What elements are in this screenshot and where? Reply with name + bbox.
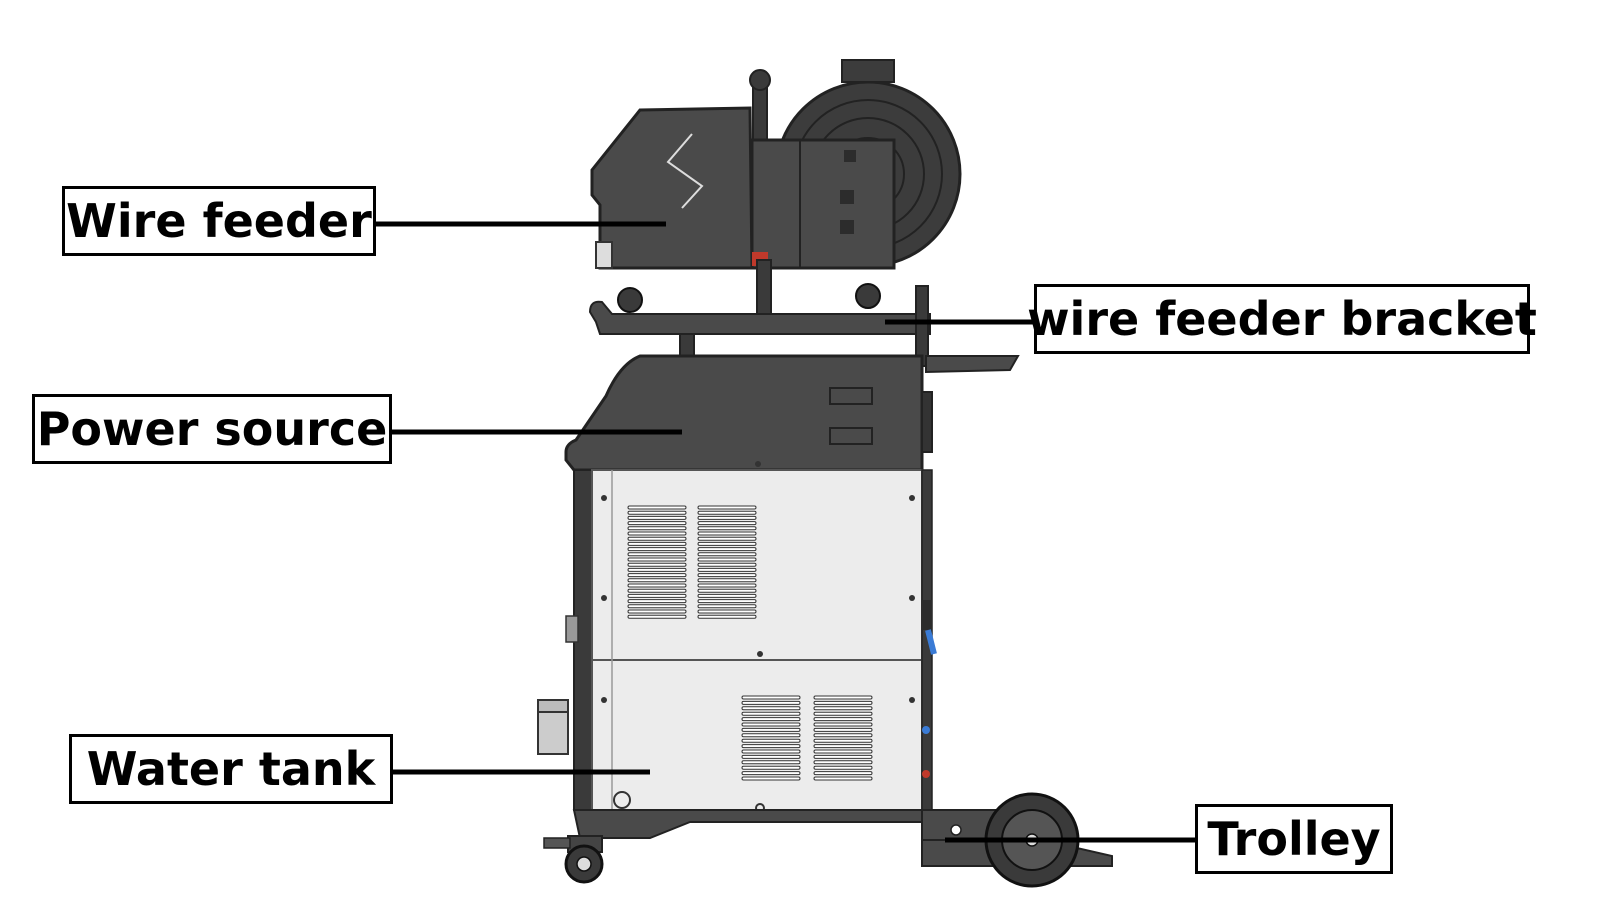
- vent-grille: [741, 695, 801, 781]
- vent-slat: [813, 749, 873, 754]
- vent-slat: [627, 515, 687, 520]
- vent-slat: [697, 557, 757, 562]
- vent-slat: [741, 706, 801, 711]
- vent-slat: [627, 583, 687, 588]
- vent-slat: [741, 776, 801, 781]
- feeder-front-panel: [590, 106, 754, 270]
- vent-slat: [697, 588, 757, 593]
- vent-slat: [627, 593, 687, 598]
- vent-slat: [813, 733, 873, 738]
- vent-slat: [697, 552, 757, 557]
- vent-slat: [697, 510, 757, 515]
- vent-slat: [627, 552, 687, 557]
- vent-slat: [697, 578, 757, 583]
- vent-slat: [813, 717, 873, 722]
- leader-lines: [376, 221, 1195, 843]
- vent-slat: [627, 562, 687, 567]
- vent-slat: [697, 573, 757, 578]
- vent-slat: [697, 536, 757, 541]
- vent-slat: [697, 599, 757, 604]
- vent-grilles: [627, 505, 873, 781]
- wire-feeder: [590, 59, 962, 313]
- vent-slat: [741, 749, 801, 754]
- vent-slat: [627, 573, 687, 578]
- vent-grille: [813, 695, 873, 781]
- vent-slat: [813, 706, 873, 711]
- vent-slat: [813, 711, 873, 716]
- vent-slat: [627, 526, 687, 531]
- vent-slat: [741, 733, 801, 738]
- vent-slat: [813, 744, 873, 749]
- label-wire-feeder-bracket: wire feeder bracket: [1027, 284, 1537, 354]
- vent-slat: [813, 727, 873, 732]
- vent-slat: [697, 521, 757, 526]
- vent-slat: [697, 562, 757, 567]
- vent-slat: [741, 771, 801, 776]
- vent-slat: [741, 738, 801, 743]
- vent-slat: [697, 604, 757, 609]
- vent-slat: [627, 547, 687, 552]
- vent-slat: [697, 526, 757, 531]
- vent-slat: [627, 604, 687, 609]
- label-power-source: Power source: [32, 394, 392, 464]
- vent-slat: [627, 578, 687, 583]
- vent-slat: [741, 727, 801, 732]
- vent-grille: [697, 505, 757, 619]
- vent-slat: [697, 515, 757, 520]
- vent-slat: [697, 593, 757, 598]
- vent-slat: [697, 547, 757, 552]
- vent-slat: [697, 614, 757, 619]
- vent-slat: [627, 510, 687, 515]
- vent-slat: [741, 760, 801, 765]
- vent-slat: [627, 614, 687, 619]
- vent-slat: [741, 744, 801, 749]
- vent-slat: [627, 588, 687, 593]
- vent-slat: [627, 505, 687, 510]
- label-water-tank: Water tank: [69, 734, 393, 804]
- vent-slat: [697, 583, 757, 588]
- vent-slat: [627, 609, 687, 614]
- vent-slat: [741, 717, 801, 722]
- vent-slat: [627, 541, 687, 546]
- vent-slat: [813, 754, 873, 759]
- vent-slat: [813, 700, 873, 705]
- vent-slat: [697, 531, 757, 536]
- vent-slat: [627, 567, 687, 572]
- vent-slat: [741, 695, 801, 700]
- vent-slat: [627, 599, 687, 604]
- label-wire-feeder: Wire feeder: [62, 186, 376, 256]
- vent-slat: [813, 765, 873, 770]
- vent-slat: [741, 700, 801, 705]
- vent-slat: [813, 738, 873, 743]
- power-source: [564, 354, 933, 472]
- vent-slat: [741, 765, 801, 770]
- vent-slat: [697, 567, 757, 572]
- vent-grille: [627, 505, 687, 619]
- vent-slat: [697, 505, 757, 510]
- vent-slat: [741, 711, 801, 716]
- vent-slat: [813, 771, 873, 776]
- vent-slat: [627, 557, 687, 562]
- vent-slat: [813, 695, 873, 700]
- wire-feeder-bracket: [588, 259, 1020, 374]
- vent-slat: [741, 722, 801, 727]
- vent-slat: [627, 521, 687, 526]
- vent-slat: [813, 722, 873, 727]
- vent-slat: [627, 536, 687, 541]
- vent-slat: [697, 541, 757, 546]
- vent-slat: [813, 776, 873, 781]
- vent-slat: [741, 754, 801, 759]
- label-trolley: Trolley: [1195, 804, 1393, 874]
- vent-slat: [813, 760, 873, 765]
- vent-slat: [697, 609, 757, 614]
- vent-slat: [627, 531, 687, 536]
